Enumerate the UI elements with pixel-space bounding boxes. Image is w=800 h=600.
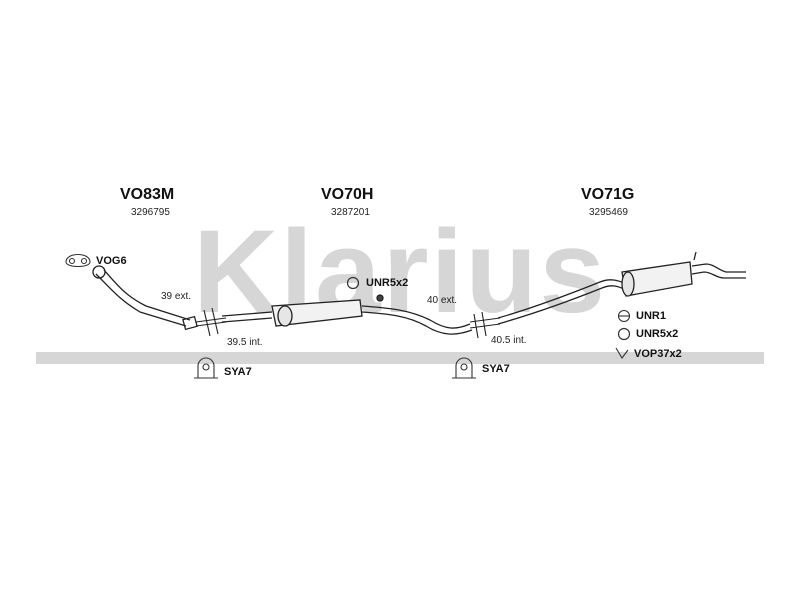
right-pipe-joint [469, 311, 501, 339]
part-code-vo71g: VO71G [581, 186, 635, 203]
fitting-label-unr5x2-right: UNR5x2 [636, 328, 679, 340]
part-ref-vo70h: 3287201 [331, 207, 370, 218]
unr5x2-ring-icon-right [617, 327, 631, 341]
part-ref-vo83m: 3296795 [131, 207, 170, 218]
fitting-label-vop37x2: VOP37x2 [634, 348, 682, 360]
unr1-rubber-icon [617, 309, 631, 323]
vog6-gasket-icon [65, 253, 91, 268]
sya7-clamp-icon-left [194, 357, 218, 379]
centre-silencer-vo70h [221, 294, 473, 335]
fitting-label-unr1: UNR1 [636, 310, 666, 322]
watermark-text: Klarius [193, 206, 607, 338]
watermark-underline [36, 352, 764, 364]
vop37x2-clip-icon [615, 347, 629, 359]
fitting-label-vog6: VOG6 [96, 255, 127, 267]
part-code-vo83m: VO83M [120, 186, 175, 203]
left-pipe-joint [195, 307, 227, 337]
sya7-clamp-icon-right [452, 357, 476, 379]
fitting-label-sya7-right: SYA7 [482, 363, 510, 375]
dimension-40-5-int: 40.5 int. [491, 335, 527, 346]
front-pipe-vo83m [92, 265, 198, 331]
dimension-40-ext: 40 ext. [427, 295, 458, 306]
fitting-label-unr5x2-top: UNR5x2 [366, 277, 409, 289]
dimension-39-5-int: 39.5 int. [227, 337, 263, 348]
part-code-vo70h: VO70H [321, 186, 374, 203]
dimension-39-ext: 39 ext. [161, 291, 192, 302]
rear-silencer-vo71g [497, 251, 746, 325]
unr5x2-ring-icon [346, 276, 360, 290]
part-ref-vo71g: 3295469 [589, 207, 628, 218]
fitting-label-sya7-left: SYA7 [224, 366, 252, 378]
